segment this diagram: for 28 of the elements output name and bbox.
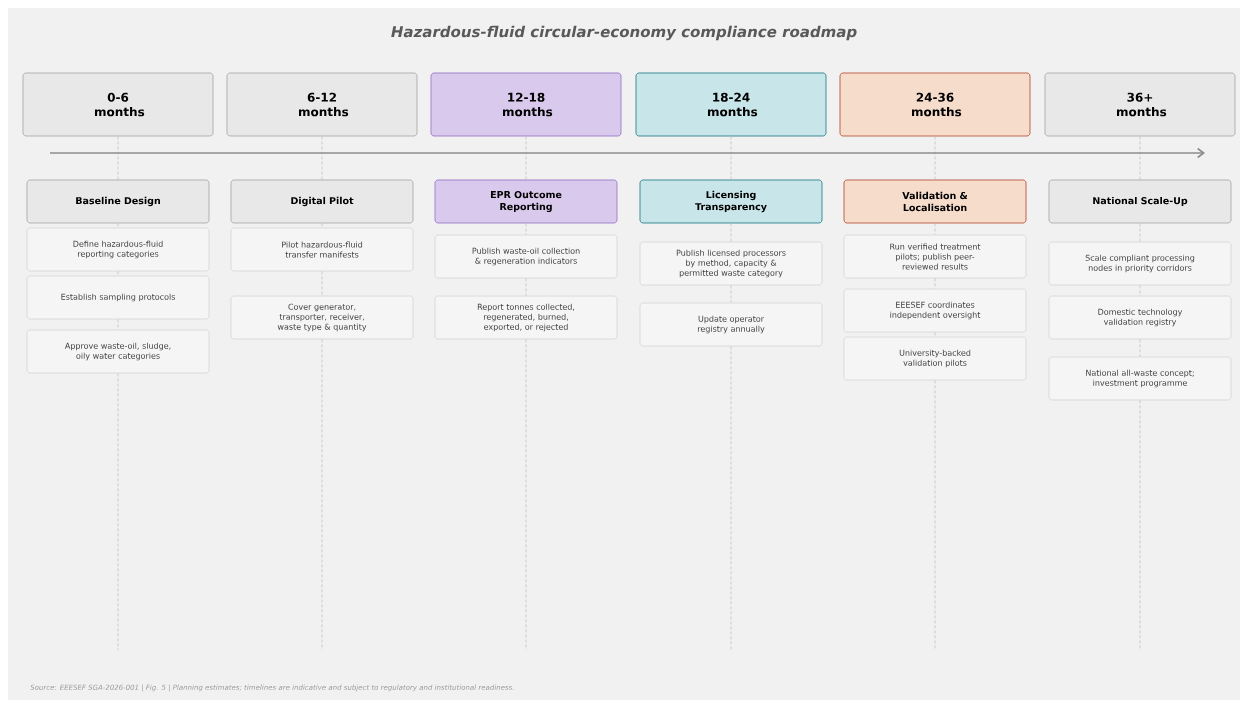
phase-heading-box: EPR Outcome Reporting [434, 179, 618, 224]
phase-heading-box: Digital Pilot [230, 179, 414, 224]
task-box: Scale compliant processing nodes in priority corridors [1048, 241, 1232, 286]
task-box: Run verified treatment pilots; publish peer-reviewed results [843, 234, 1027, 279]
period-box: 36+ months [1044, 72, 1236, 137]
task-box: Publish waste-oil collection & regeneration indicators [434, 234, 618, 279]
phase-heading-box: Licensing Transparency [639, 179, 823, 224]
task-box: University-backed validation pilots [843, 336, 1027, 381]
task-box: Update operator registry annually [639, 302, 823, 347]
task-box: Cover generator, transporter, receiver, waste type & quantity [230, 295, 414, 340]
period-box: 12-18 months [430, 72, 622, 137]
task-box: Define hazardous-fluid reporting categories [26, 227, 210, 272]
period-box: 24-36 months [839, 72, 1031, 137]
task-box: Pilot hazardous-fluid transfer manifests [230, 227, 414, 272]
phase-heading-box: Validation & Localisation [843, 179, 1027, 224]
phase-heading-box: Baseline Design [26, 179, 210, 224]
task-box: EEESEF coordinates independent oversight [843, 288, 1027, 333]
task-box: Report tonnes collected, regenerated, burned, exported, or rejected [434, 295, 618, 340]
task-box: Publish licensed processors by method, capacity & permitted waste category [639, 241, 823, 286]
phase-heading-box: National Scale-Up [1048, 179, 1232, 224]
task-box: Establish sampling protocols [26, 275, 210, 320]
title: Hazardous-fluid circular-economy compliance roadmap [391, 25, 857, 41]
task-box: Domestic technology validation registry [1048, 295, 1232, 340]
task-box: National all-waste concept; investment programme [1048, 356, 1232, 401]
period-box: 0-6 months [22, 72, 214, 137]
period-box: 6-12 months [226, 72, 418, 137]
task-box: Approve waste-oil, sludge, oily water categories [26, 329, 210, 374]
period-box: 18-24 months [635, 72, 827, 137]
